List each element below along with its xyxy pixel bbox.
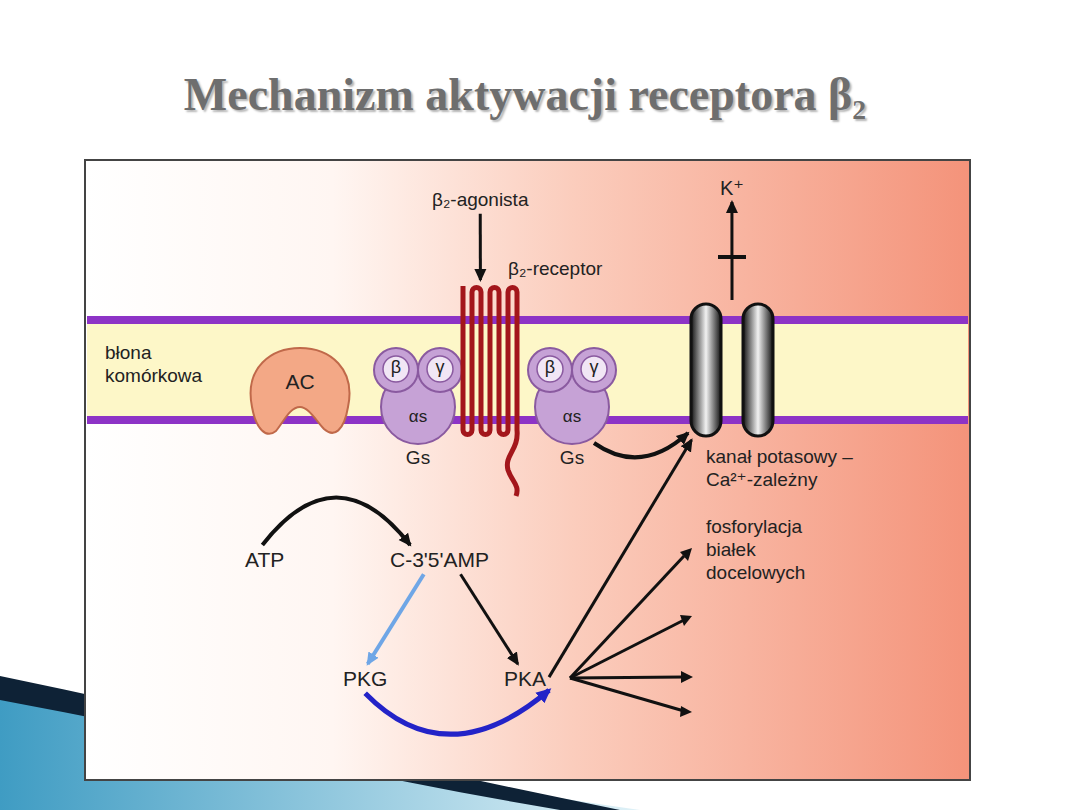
receptor-strand xyxy=(463,286,517,496)
connector-arrow xyxy=(368,574,424,664)
connector-arrow xyxy=(365,690,549,734)
phosphorylation-arrows xyxy=(570,556,684,711)
subunit-label: αs xyxy=(393,407,443,427)
gs-protein: βγαsGs xyxy=(368,345,468,445)
receptor-helices xyxy=(458,280,522,502)
gs-label: Gs xyxy=(388,447,448,470)
connector-arrow xyxy=(549,440,691,677)
subunit-label: β xyxy=(535,357,565,379)
connector-arrow xyxy=(594,433,688,457)
connector-arrow xyxy=(262,498,410,546)
beta-subunit xyxy=(528,348,572,392)
slide-title: Mechanizm aktywacji receptora β₂ xyxy=(65,68,985,121)
molecule-label-node: β₂-agonista xyxy=(429,187,531,214)
connector-arrow xyxy=(730,202,733,300)
phosphorylation-arrowheads xyxy=(680,548,693,717)
subunit-label: γ xyxy=(579,357,609,379)
channel-label: kanał potasowy – Ca²⁺-zależny xyxy=(706,446,888,492)
molecule-name: PKG xyxy=(343,666,387,691)
beta-subunit xyxy=(374,348,418,392)
molecule-label-node: PKA xyxy=(501,664,549,693)
gs-label: Gs xyxy=(542,447,602,470)
subunit-label: β xyxy=(381,357,411,379)
channel-subunit xyxy=(691,304,721,436)
ac-label: AC xyxy=(244,369,356,394)
molecule-name: K⁺ xyxy=(720,176,744,200)
annotation-label: fosforylacja białek docelowych xyxy=(706,516,856,584)
receptor-label: β₂-receptor xyxy=(508,258,602,281)
molecule-name: β₂-agonista xyxy=(432,189,528,212)
gamma-subunit xyxy=(572,348,616,392)
gs-protein: βγαsGs xyxy=(522,345,622,445)
connector-arrow xyxy=(479,214,482,280)
connector-arrow xyxy=(461,574,518,664)
potassium-channel: kanał potasowy – Ca²⁺-zależny xyxy=(688,300,776,440)
channel-shape xyxy=(688,300,776,440)
gs-circles xyxy=(522,345,622,445)
molecule-name: PKA xyxy=(504,666,546,691)
molecule-label-node: PKG xyxy=(340,664,390,693)
subunit-label: αs xyxy=(547,407,597,427)
molecule-label-node: ATP xyxy=(242,545,287,574)
membrane-label: błona komórkowa xyxy=(105,342,235,388)
channel-subunit xyxy=(743,304,773,436)
molecule-name: ATP xyxy=(245,547,284,572)
molecule-name: C-3'5'AMP xyxy=(390,547,489,572)
gamma-subunit xyxy=(418,348,462,392)
diagram-frame xyxy=(85,160,970,780)
efflux-crossbar xyxy=(718,255,746,259)
gs-circles xyxy=(368,345,468,445)
molecule-label-node: C-3'5'AMP xyxy=(387,545,492,574)
adenylate-cyclase: AC xyxy=(244,345,356,441)
subunit-label: γ xyxy=(425,357,455,379)
molecule-label-node: K⁺ xyxy=(717,174,747,202)
beta2-receptor: β₂-receptor xyxy=(458,280,522,502)
